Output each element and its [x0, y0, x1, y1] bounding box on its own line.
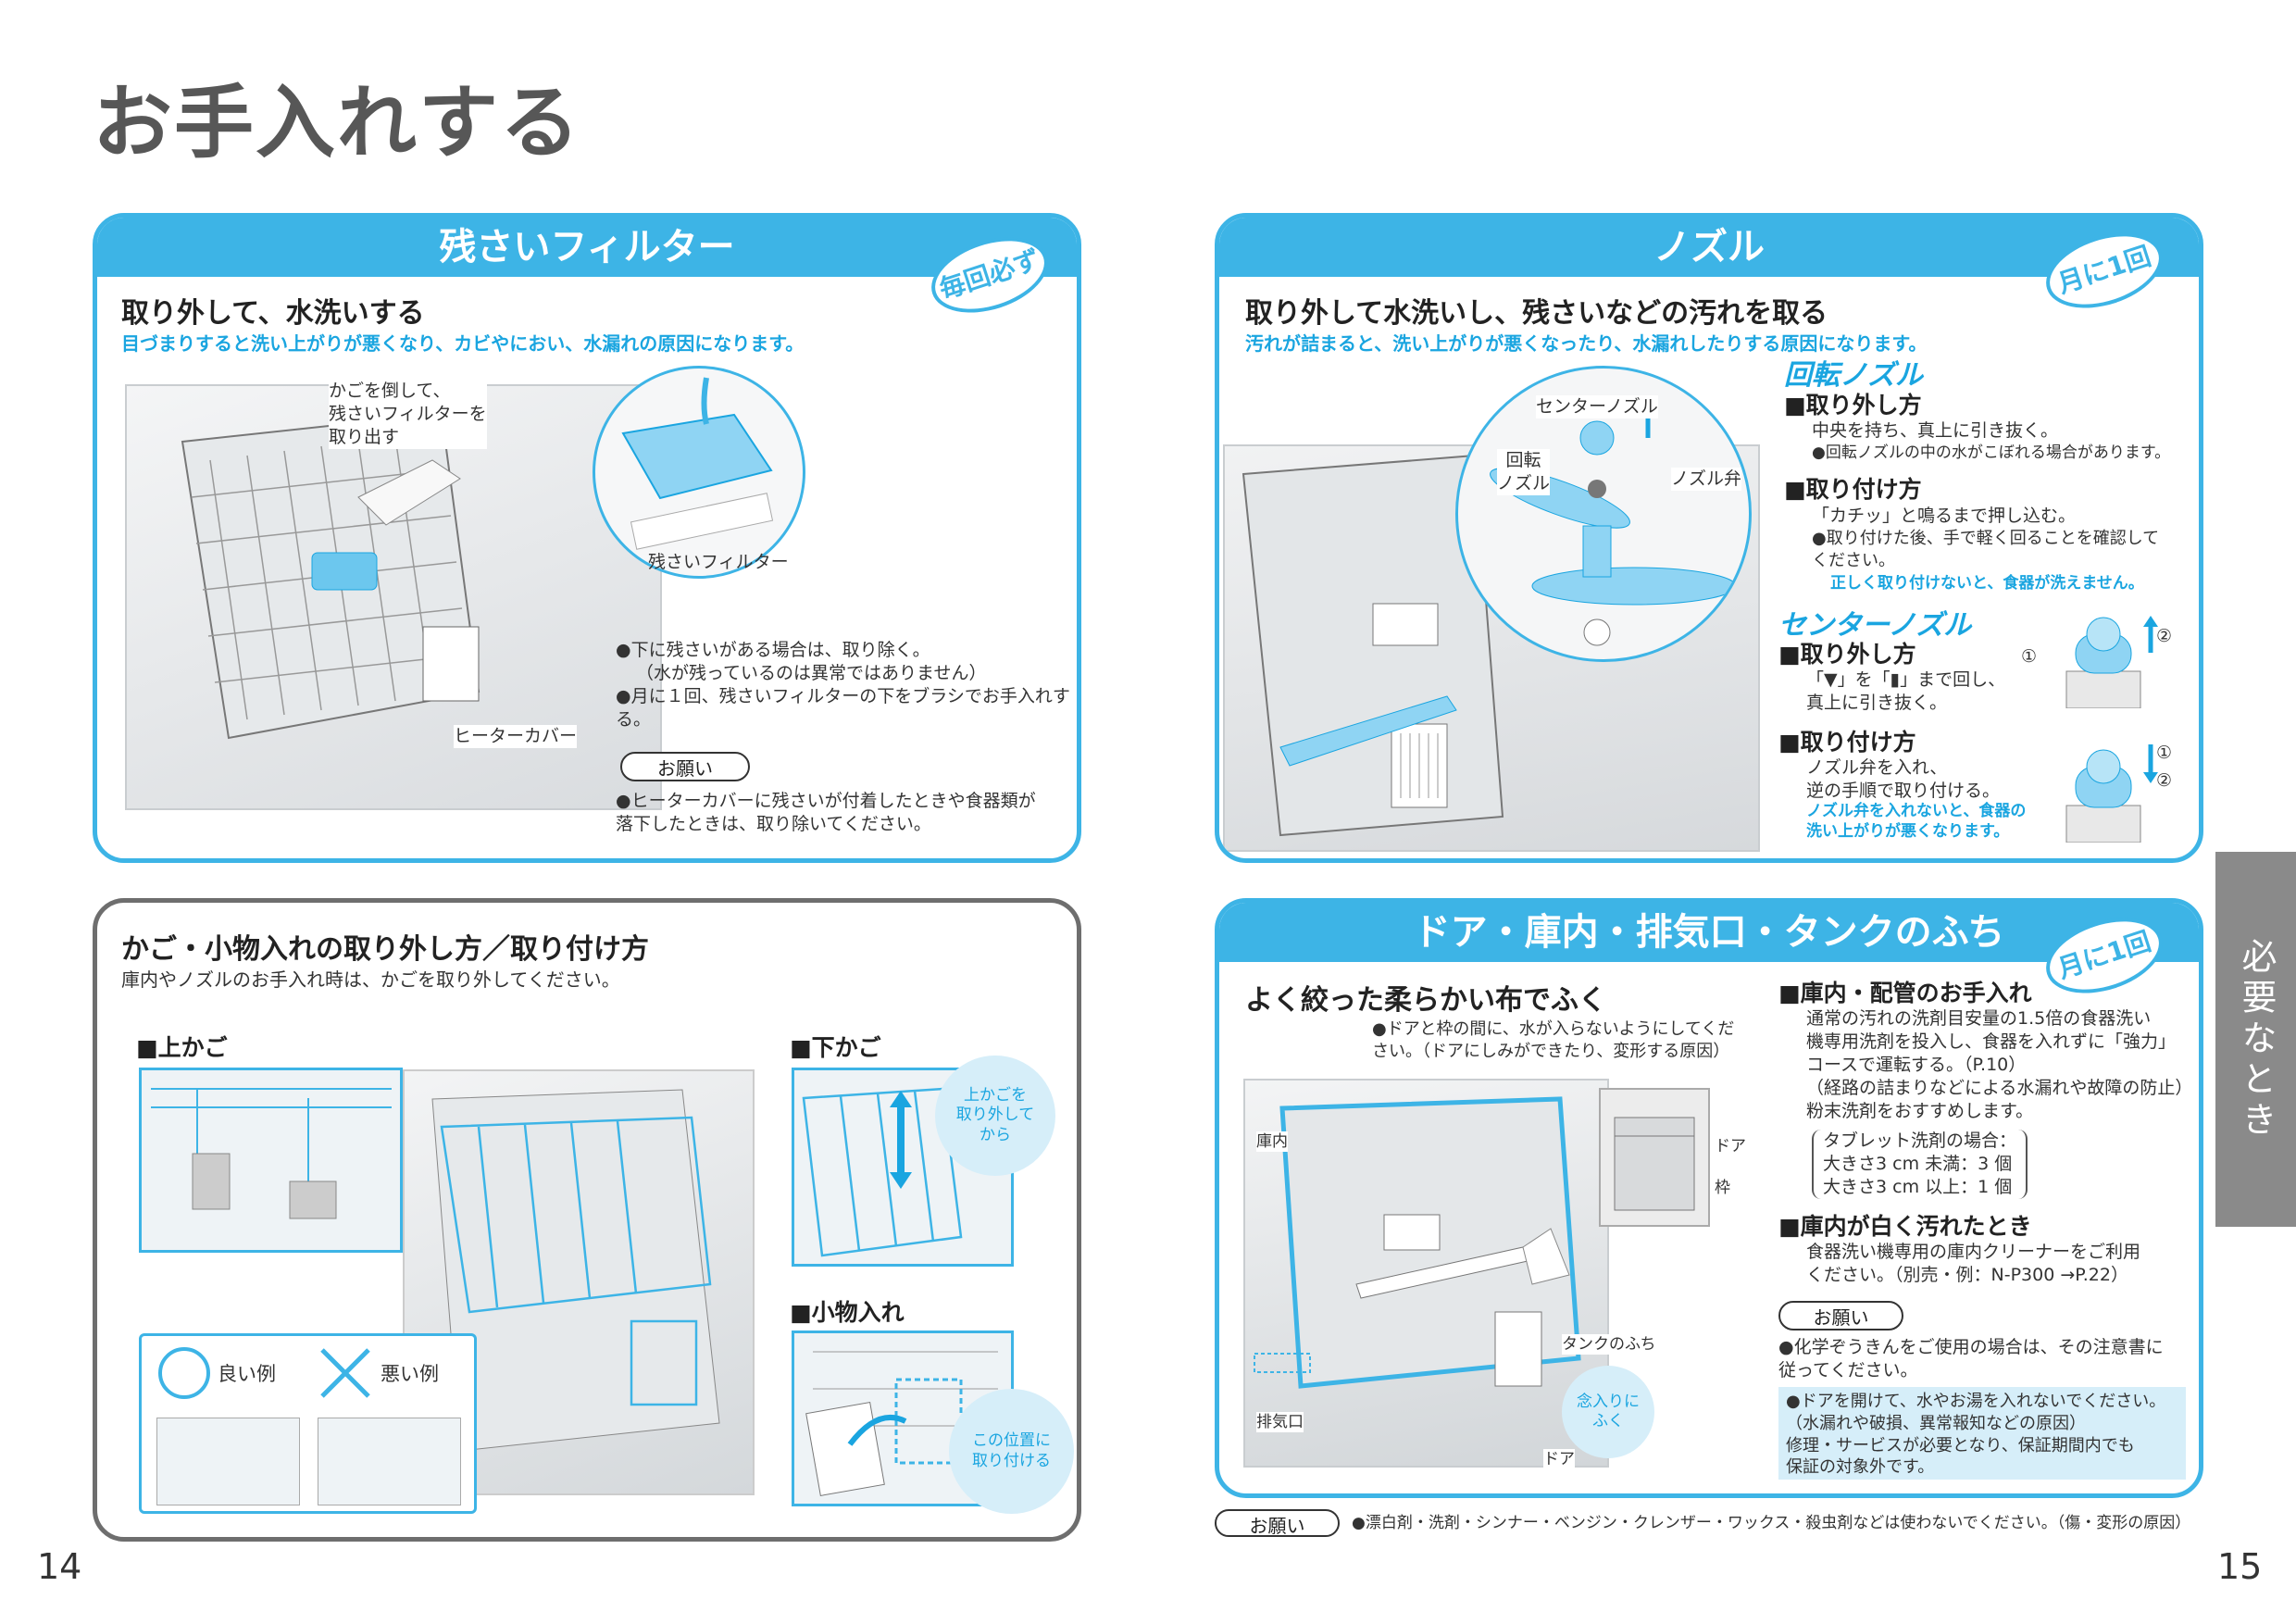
door-heading: よく絞った柔らかい布でふく: [1245, 984, 1606, 1017]
center-attach-num2: ②: [2156, 770, 2173, 791]
basket-subtitle: 庫内やノズルのお手入れ時は、かごを取り外してください。: [121, 968, 620, 991]
filter-request-text: ●ヒーターカバーに残さいが付着したときや食器類が 落下したときは、取り除いてくだ…: [616, 791, 1036, 835]
door-dishwasher-illustration: [1243, 1079, 1609, 1468]
filter-subtitle: 目づまりすると洗い上がりが悪くなり、カビやにおい、水漏れの原因になります。: [121, 332, 805, 355]
inside-label: 庫内: [1256, 1131, 1288, 1153]
center-attach-text: ノズル弁を入れ、 逆の手順で取り付ける。: [1806, 757, 2001, 802]
rotary-remove-note: ●回転ノズルの中の水がこぼれる場合があります。: [1812, 443, 2171, 462]
nozzle-inner-drawing: [1242, 454, 1504, 837]
door-request-text: ●化学ぞうきんをご使用の場合は、その注意書に 従ってください。: [1778, 1337, 2164, 1381]
center-remove-text: 「▼」を「▮」まで回し、 真上に引き抜く。: [1806, 669, 2006, 714]
center-remove-num1: ①: [2021, 646, 2038, 667]
rotary-remove-text: 中央を持ち、真上に引き抜く。: [1812, 420, 2059, 441]
good-example-image: [156, 1418, 300, 1505]
filter-note2: ●月に１回、残さいフィルターの下をブラシでお手入れする。: [616, 686, 1070, 731]
basket-heading: かご・小物入れの取り外し方／取り付け方: [121, 933, 649, 966]
center-nozzle-label: センターノズル: [1536, 395, 1658, 419]
exhaust-label: 排気口: [1256, 1412, 1304, 1433]
door-callout-care: 念入りに ふく: [1562, 1366, 1654, 1458]
small-basket-callout: この位置に 取り付ける: [949, 1389, 1074, 1514]
door-panel: ドア・庫内・排気口・タンクのふち よく絞った柔らかい布でふく ●ドアと枠の間に、…: [1215, 898, 2203, 1498]
heater-cover-label: ヒーターカバー: [454, 725, 578, 749]
nozzle-header: ノズル: [1219, 218, 2199, 277]
filter-header: 残さいフィルター: [97, 218, 1077, 277]
basket-dishwasher-illustration: [403, 1069, 755, 1495]
filter-panel: 残さいフィルター 取り外して、水洗いする 目づまりすると洗い上がりが悪くなり、カ…: [93, 213, 1081, 863]
center-remove-num2: ②: [2156, 626, 2173, 646]
bottom-request-label: お願い: [1215, 1509, 1340, 1537]
white-dirt-heading: ■庫内が白く汚れたとき: [1778, 1213, 2032, 1240]
door-warning-box: [1778, 1387, 2186, 1480]
rotary-attach-warning: 正しく取り付けないと、食器が洗えません。: [1830, 574, 2144, 593]
rotary-remove-heading: ■取り外し方: [1784, 392, 1922, 418]
center-attach-heading: ■取り付け方: [1778, 729, 1916, 756]
door-front-illustration: [1599, 1088, 1710, 1227]
basket-panel: かご・小物入れの取り外し方／取り付け方 庫内やノズルのお手入れ時は、かごを取り外…: [93, 898, 1081, 1542]
dishwasher-rack-drawing: [181, 412, 480, 740]
bottom-request-text: ●漂白剤・洗剤・シンナー・ベンジン・クレンザー・ワックス・殺虫剤などは使わないで…: [1352, 1514, 2191, 1532]
door-note: ●ドアと枠の間に、水が入らないようにしてくだ さい。（ドアにしみができたり、変形…: [1372, 1019, 1735, 1061]
bad-example-image: [318, 1418, 461, 1505]
filter-zoom-circle: [593, 366, 805, 579]
filter-label: 残さいフィルター: [648, 552, 789, 572]
rotary-nozzle-label: 回転 ノズル: [1497, 449, 1551, 496]
page-title: お手入れする: [93, 77, 581, 169]
filter-note1: ●下に残さいがある場合は、取り除く。: [616, 640, 930, 660]
tablet-note: タブレット洗剤の場合： 大きさ3 cm 未満：3 個 大きさ3 cm 以上：1 …: [1812, 1130, 2028, 1200]
frame-label: 枠: [1715, 1179, 1730, 1197]
door-label: ドア: [1715, 1137, 1746, 1156]
lower-basket-callout: 上かごを 取り外して から: [935, 1056, 1055, 1176]
nozzle-subtitle: 汚れが詰まると、洗い上がりが悪くなったり、水漏れしたりする原因になります。: [1245, 332, 1928, 355]
rotary-attach-heading: ■取り付け方: [1784, 476, 1922, 503]
pipe-care-text: 通常の汚れの洗剤目安量の1.5倍の食器洗い 機専用洗剤を投入し、食器を入れずに「…: [1806, 1008, 2193, 1122]
filter-heading: 取り外して、水洗いする: [121, 297, 425, 330]
nozzle-valve-label: ノズル弁: [1671, 468, 1742, 492]
pipe-care-heading: ■庫内・配管のお手入れ: [1778, 980, 2032, 1006]
center-nozzle-remove-illustration: [2034, 616, 2173, 709]
filter-mesh-drawing: [621, 377, 774, 550]
bad-example-icon: [318, 1345, 373, 1401]
small-basket-label: ■小物入れ: [790, 1299, 905, 1326]
nozzle-heading: 取り外して水洗いし、残さいなどの汚れを取る: [1245, 297, 1828, 330]
center-nozzle-attach-illustration: [2034, 741, 2173, 843]
nozzle-panel: ノズル 取り外して水洗いし、残さいなどの汚れを取る 汚れが詰まると、洗い上がりが…: [1215, 213, 2203, 863]
door-header: ドア・庫内・排気口・タンクのふち: [1219, 903, 2199, 962]
lower-basket-label: ■下かご: [790, 1034, 881, 1061]
upper-basket-label: ■上かご: [136, 1034, 228, 1061]
center-nozzle-title: センターノズル: [1778, 609, 1972, 642]
page-number-right: 15: [2217, 1546, 2263, 1587]
side-tab[interactable]: 必要なとき: [2215, 852, 2296, 1227]
rotary-attach-note: ●取り付けた後、手で軽く回ることを確認して ください。: [1812, 529, 2160, 570]
white-dirt-text: 食器洗い機専用の庫内クリーナーをご利用 ください。（別売・例：N-P300 →P…: [1806, 1242, 2141, 1286]
rotary-attach-text: 「カチッ」と鳴るまで押し込む。: [1812, 506, 2077, 526]
filter-callout-remove: かごを倒して、 残さいフィルターを 取り出す: [329, 380, 487, 450]
upper-basket-illustration: [139, 1068, 403, 1253]
good-example-icon: [158, 1347, 210, 1399]
example-box: 良い例 悪い例: [139, 1333, 477, 1514]
door-request-label: お願い: [1778, 1301, 1903, 1330]
filter-note1b: （水が残っているのは異常ではありません）: [636, 663, 987, 683]
filter-request-label: お願い: [620, 752, 750, 781]
rotary-nozzle-title: 回転ノズル: [1784, 359, 1923, 392]
tank-edge-label: タンクのふち: [1562, 1334, 1656, 1355]
door-warning-text: ●ドアを開けて、水やお湯を入れないでください。 （水漏れや破損、異常報知などの原…: [1786, 1392, 2166, 1478]
bad-example-label: 悪い例: [381, 1363, 439, 1385]
center-attach-warning: ノズル弁を入れないと、食器の 洗い上がりが悪くなります。: [1806, 802, 2027, 842]
page-number-left: 14: [37, 1546, 82, 1587]
center-attach-num1: ①: [2156, 743, 2173, 763]
filter-dishwasher-illustration: [125, 384, 662, 810]
center-remove-heading: ■取り外し方: [1778, 641, 1916, 668]
good-example-label: 良い例: [218, 1363, 276, 1385]
door-bottom-label: ドア: [1543, 1449, 1575, 1470]
